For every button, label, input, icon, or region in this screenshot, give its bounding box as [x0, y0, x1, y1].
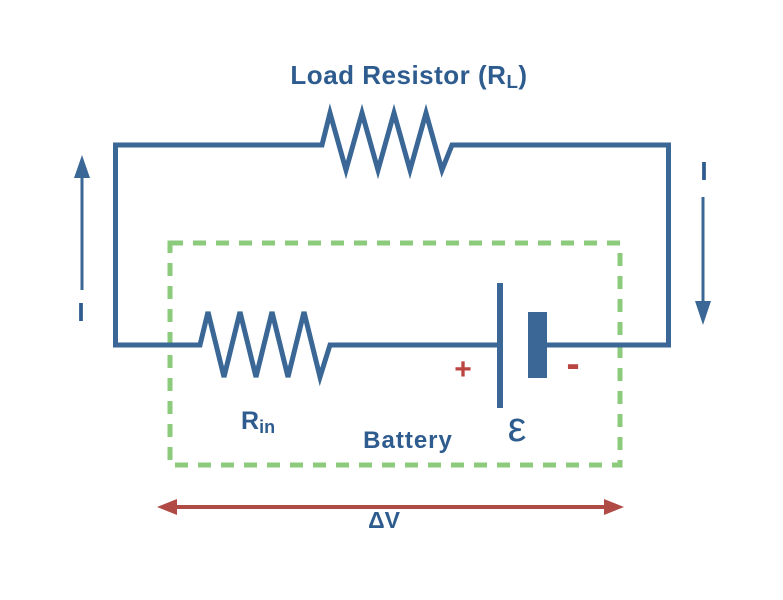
current-arrow-up: [74, 155, 90, 290]
current-label-left: I: [77, 297, 85, 327]
current-arrow-down: [695, 197, 711, 325]
current-label-right: I: [700, 156, 708, 186]
negative-terminal-label: -: [566, 342, 580, 386]
internal-resistor-label-subscript: in: [259, 416, 276, 437]
internal-resistor-label-main: R: [241, 407, 260, 435]
load-resistor-title-suffix: ): [518, 60, 528, 90]
battery-dashed-boundary: [167, 240, 623, 468]
internal-resistor-label: Rin: [241, 407, 276, 437]
internal-resistor-symbol: [113, 311, 497, 387]
emf-label: ε: [507, 403, 527, 450]
voltage-span-arrow: [157, 499, 624, 515]
load-resistor-title: Load Resistor (RL): [290, 60, 528, 91]
voltage-label: ΔV: [368, 507, 400, 533]
battery-label: Battery: [363, 427, 453, 454]
load-resistor-title-main: Load Resistor (R: [290, 60, 507, 90]
load-resistor-symbol: [113, 103, 671, 180]
battery-negative-plate: [528, 312, 547, 378]
positive-terminal-label: +: [454, 353, 472, 386]
load-resistor-title-subscript: L: [506, 71, 519, 93]
